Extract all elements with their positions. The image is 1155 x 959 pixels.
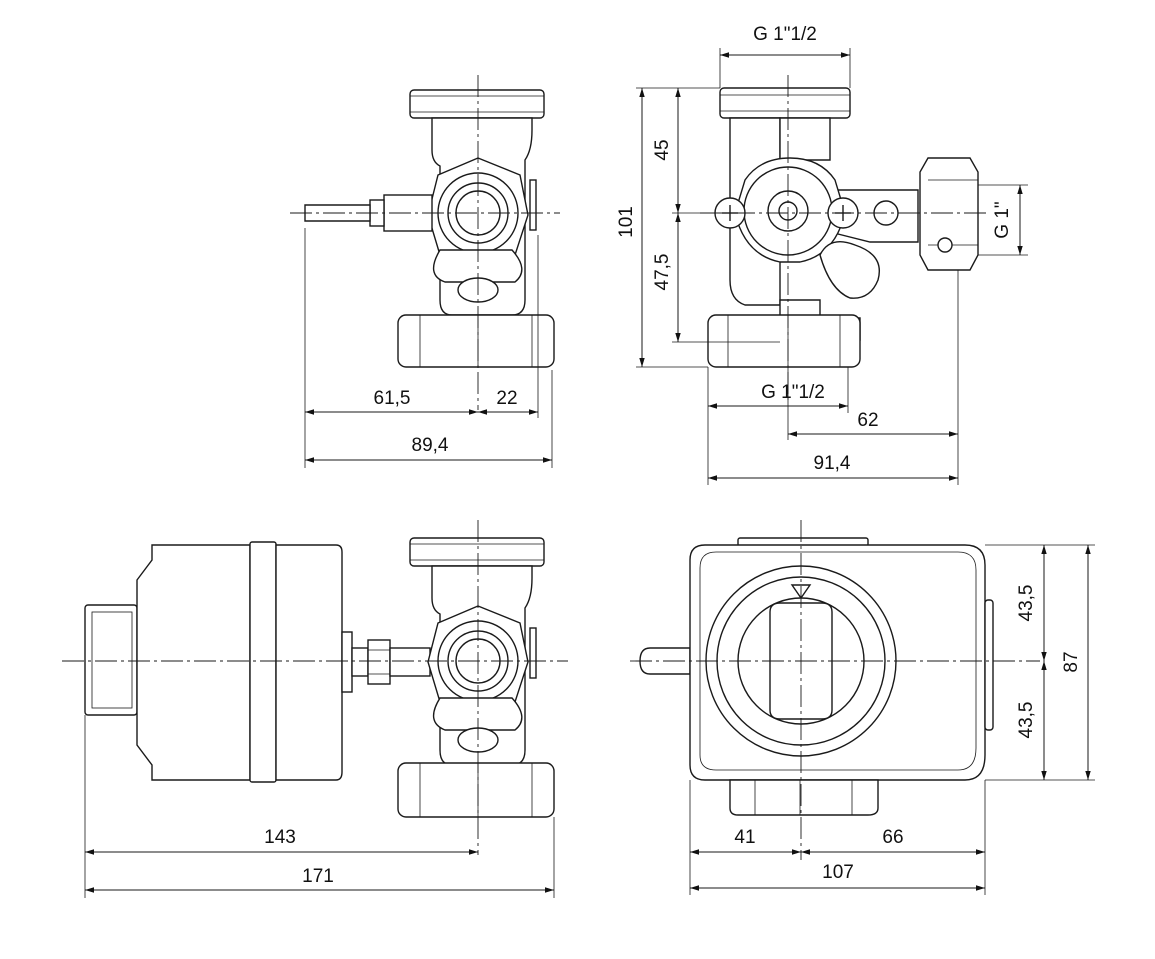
thread-top-label: G 1"1/2 — [753, 24, 817, 45]
dimension-66: 66 — [882, 827, 903, 848]
dimension-61-5: 61,5 — [374, 388, 411, 409]
view3-dimensions — [84, 715, 555, 898]
dimension-171: 171 — [302, 866, 334, 887]
dimension-89-4: 89,4 — [412, 435, 449, 456]
dimension-43-5-bottom: 43,5 — [1016, 702, 1037, 739]
dimension-47-5: 47,5 — [652, 254, 673, 291]
thread-bottom-label: G 1"1/2 — [761, 382, 825, 403]
dimension-45: 45 — [652, 139, 673, 160]
dimension-107: 107 — [822, 862, 854, 883]
dimension-91-4: 91,4 — [814, 453, 851, 474]
dimension-87: 87 — [1061, 651, 1082, 672]
dimension-41: 41 — [734, 827, 755, 848]
dimension-62: 62 — [857, 410, 878, 431]
view2-dimensions — [636, 48, 1028, 485]
valve-side-view — [290, 75, 560, 410]
valve-front-view — [700, 75, 990, 400]
actuator-front-view — [630, 520, 1040, 860]
view1-dimensions — [304, 228, 553, 468]
dimension-43-5-top: 43,5 — [1016, 585, 1037, 622]
dimension-143: 143 — [264, 827, 296, 848]
view4-dimensions — [689, 544, 1095, 895]
dimension-101: 101 — [616, 206, 637, 238]
actuator-side-view — [62, 520, 568, 855]
dimension-22: 22 — [496, 388, 517, 409]
thread-side-label: G 1" — [992, 201, 1013, 238]
